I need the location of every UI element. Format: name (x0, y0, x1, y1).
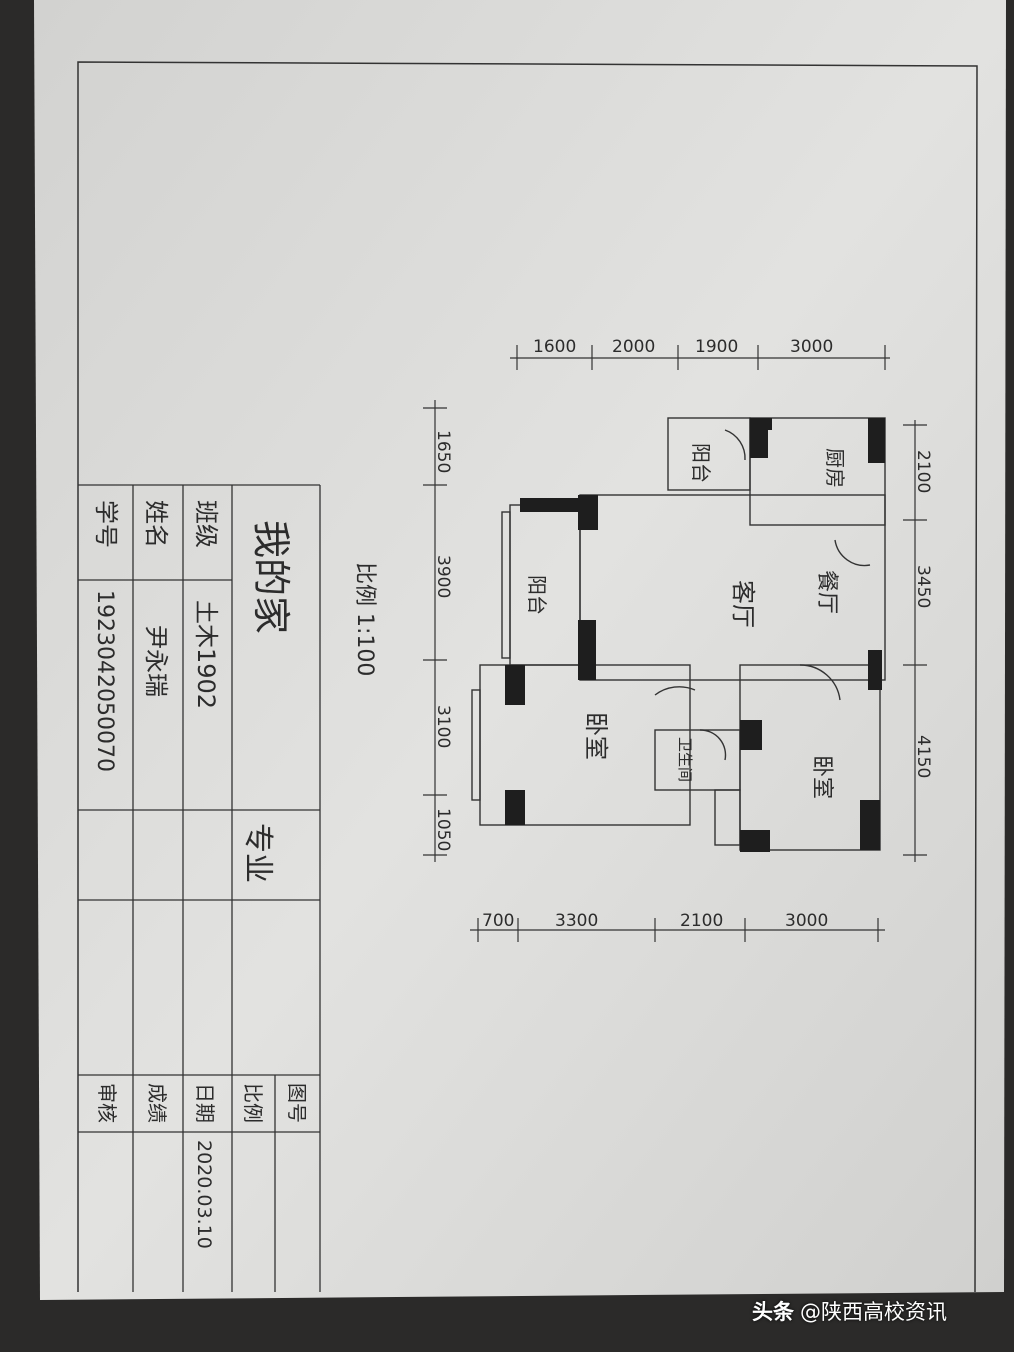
floor-plan (471, 417, 886, 851)
walls (505, 418, 885, 852)
dim-left-3: 3100 (433, 705, 453, 748)
drawing-frame (77, 61, 978, 1293)
dim-left-4: 1050 (433, 808, 453, 851)
student-id-label: 学号 (92, 500, 120, 548)
name-label: 姓名 (142, 500, 170, 548)
room-bedroom-right: 卧室 (809, 755, 834, 799)
paper-sheet (34, 0, 1006, 1300)
dim-top-2: 2000 (612, 337, 655, 357)
dim-bottom-4: 3000 (785, 911, 828, 931)
room-living: 客厅 (729, 580, 757, 628)
title-block (78, 484, 321, 1292)
dim-top-3: 1900 (695, 337, 738, 357)
dimension-lines (423, 345, 927, 942)
student-id-value: 1923042050070 (92, 590, 117, 772)
watermark-account: @陕西高校资讯 (800, 1300, 947, 1324)
scale-label: 比例 (241, 1083, 265, 1123)
date-value: 2020.03.10 (193, 1140, 215, 1249)
dim-bottom-3: 2100 (680, 911, 723, 931)
room-bedroom-left: 卧室 (582, 712, 610, 760)
date-label: 日期 (193, 1083, 217, 1123)
room-bathroom: 卫生间 (676, 737, 694, 782)
dim-left-2: 3900 (433, 555, 453, 598)
room-kitchen: 厨房 (823, 448, 847, 488)
watermark-brand: 头条 (752, 1300, 794, 1324)
major-label: 专业 (240, 823, 275, 883)
room-balcony-left: 阳台 (525, 575, 549, 615)
grade-label: 成绩 (145, 1083, 169, 1123)
dim-left-1: 1650 (433, 430, 453, 473)
drawing-no-label: 图号 (285, 1083, 309, 1123)
class-label: 班级 (192, 500, 220, 548)
scale-note: 比例 1:100 (352, 562, 377, 676)
dim-top-1: 1600 (533, 337, 576, 357)
dim-right-3: 4150 (913, 735, 933, 778)
watermark: 头条@陕西高校资讯 (752, 1296, 947, 1326)
room-dining: 餐厅 (814, 570, 839, 614)
name-value: 尹永瑞 (142, 625, 170, 697)
review-label: 审核 (95, 1083, 119, 1123)
dim-right-2: 3450 (913, 565, 933, 608)
sheet-title: 我的家 (249, 520, 293, 634)
dim-right-1: 2100 (913, 450, 933, 493)
dim-bottom-1: 700 (482, 911, 514, 931)
dim-top-4: 3000 (790, 337, 833, 357)
class-value: 土木1902 (192, 600, 220, 709)
dim-bottom-2: 3300 (555, 911, 598, 931)
room-balcony-small: 阳台 (689, 443, 713, 483)
